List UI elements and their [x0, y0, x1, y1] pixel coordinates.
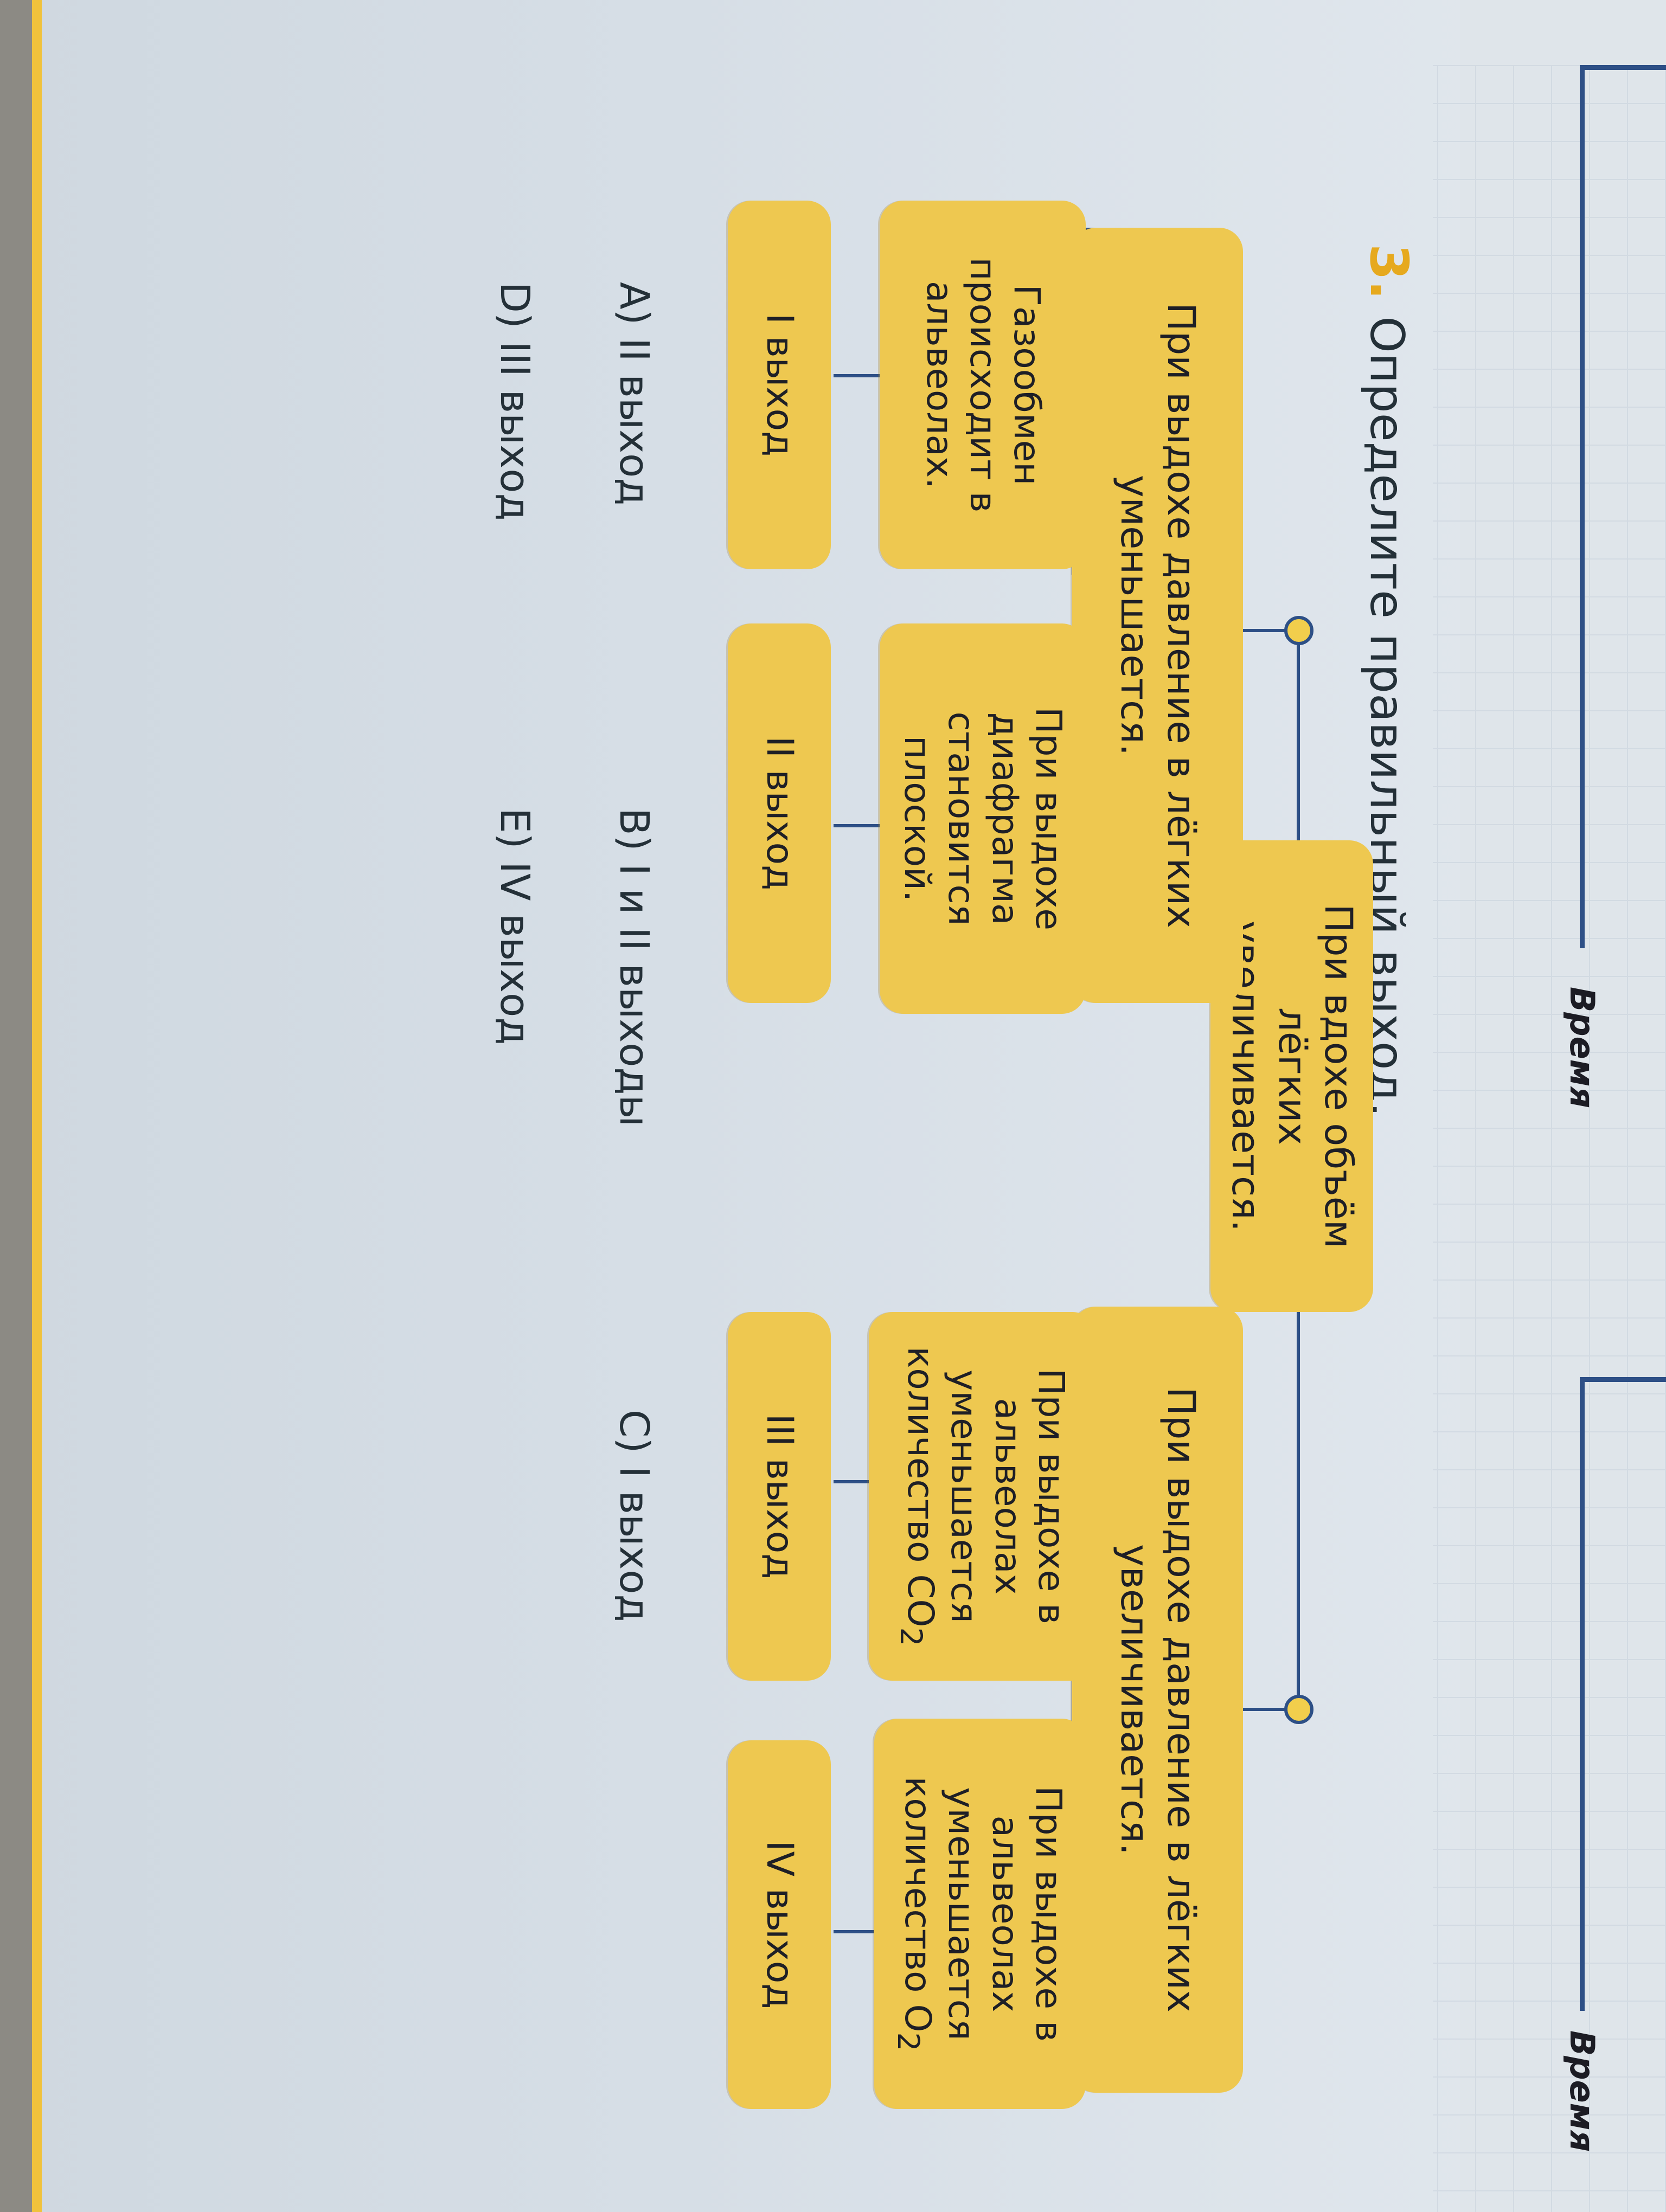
o2-formula: O2	[890, 2004, 939, 2052]
exit-box-1: I выход	[728, 201, 831, 569]
connector-node-right	[1284, 1695, 1313, 1724]
axis-label-time-right: Время	[1562, 2030, 1602, 2152]
answer-option-c[interactable]: C) I выход	[611, 1410, 657, 1622]
level2-box-co2: При выдохе в альвеолах уменьшается колич…	[869, 1312, 1097, 1681]
task-number: 3.	[1359, 244, 1419, 300]
page-edge-shadow	[0, 0, 32, 2212]
connector-node-left	[1284, 616, 1313, 645]
co2-statement: При выдохе в альвеолах уменьшается колич…	[893, 1346, 1073, 1647]
exit-box-4: IV выход	[728, 1740, 831, 2109]
level2-box-diaphragm: При выдохе диафрагма становится плоской.	[880, 623, 1086, 1014]
o2-statement: При выдохе в альвеолах уменьшается колич…	[890, 1776, 1070, 2052]
connector-l2a-exit	[834, 374, 885, 377]
connector-l2b-exit	[834, 824, 885, 827]
level2-box-gas-exchange: Газообмен происходит в альвеолах.	[880, 201, 1086, 569]
co2-formula: CO2	[893, 1574, 941, 1647]
level1-box-pressure-decreases: При выдохе давление в лёгких уменьшается…	[1072, 228, 1243, 1003]
page-edge-accent	[32, 0, 42, 2212]
graph-axes-right	[1580, 1377, 1666, 2011]
exit-box-2: II выход	[728, 623, 831, 1003]
answer-option-b[interactable]: B) I и II выходы	[611, 808, 657, 1127]
axis-label-time-left: Время	[1562, 987, 1602, 1109]
level2-box-o2: При выдохе в альвеолах уменьшается колич…	[874, 1719, 1086, 2109]
answer-option-e[interactable]: E) IV выход	[491, 808, 538, 1045]
answer-option-d[interactable]: D) III выход	[491, 282, 538, 521]
level1-box-pressure-increases: При выдохе давление в лёгких увеличивает…	[1072, 1307, 1243, 2093]
exit-box-3: III выход	[728, 1312, 831, 1681]
answer-option-a[interactable]: A) II выход	[611, 282, 657, 506]
graph-axes-left	[1580, 65, 1666, 948]
